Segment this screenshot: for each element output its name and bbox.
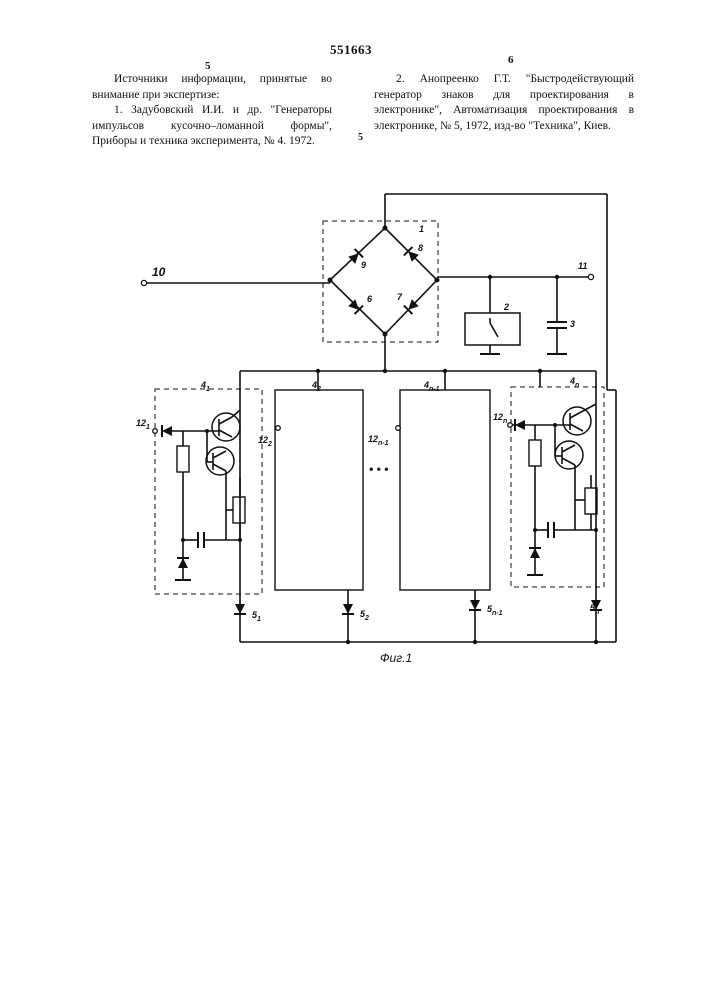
diode-6-icon [348,299,364,315]
label-block-4-n: 4n [569,376,579,389]
label-input-12-1: 121 [136,418,150,431]
label-input-12-2: 122 [258,435,272,448]
input-diode-1-icon [162,425,172,437]
label-diode-5-1: 51 [252,610,261,623]
diode-5-n-1-icon [469,600,481,610]
figure-caption: Фиг.1 [380,651,412,665]
inner-diode-n-icon [529,548,541,558]
label-d7: 7 [397,292,403,302]
label-capacitor-3: 3 [570,319,575,329]
label-input-10: 10 [152,265,166,279]
label-d6: 6 [367,294,373,304]
label-d9: 9 [361,260,366,270]
label-input-12-n: 12n [493,412,507,425]
inner-diode-1-icon [177,558,189,568]
label-diode-5-2: 52 [360,609,369,622]
label-input-12-n-1: 12n-1 [368,434,389,447]
ellipsis-between-blocks: • • • [369,462,388,476]
label-diode-5-n-1: 5n-1 [487,604,503,617]
diode-5-1-icon [234,604,246,614]
label-block-4-1: 41 [200,380,210,393]
label-block-4-n-1: 4n-1 [423,380,440,393]
label-d8: 8 [418,243,423,253]
diode-5-2-icon [342,604,354,614]
label-output-11: 11 [578,261,587,271]
input-diode-n-icon [515,419,525,431]
label-switch-2: 2 [503,302,509,312]
label-bridge-1: 1 [419,224,424,234]
label-block-4-2: 42 [311,380,321,393]
